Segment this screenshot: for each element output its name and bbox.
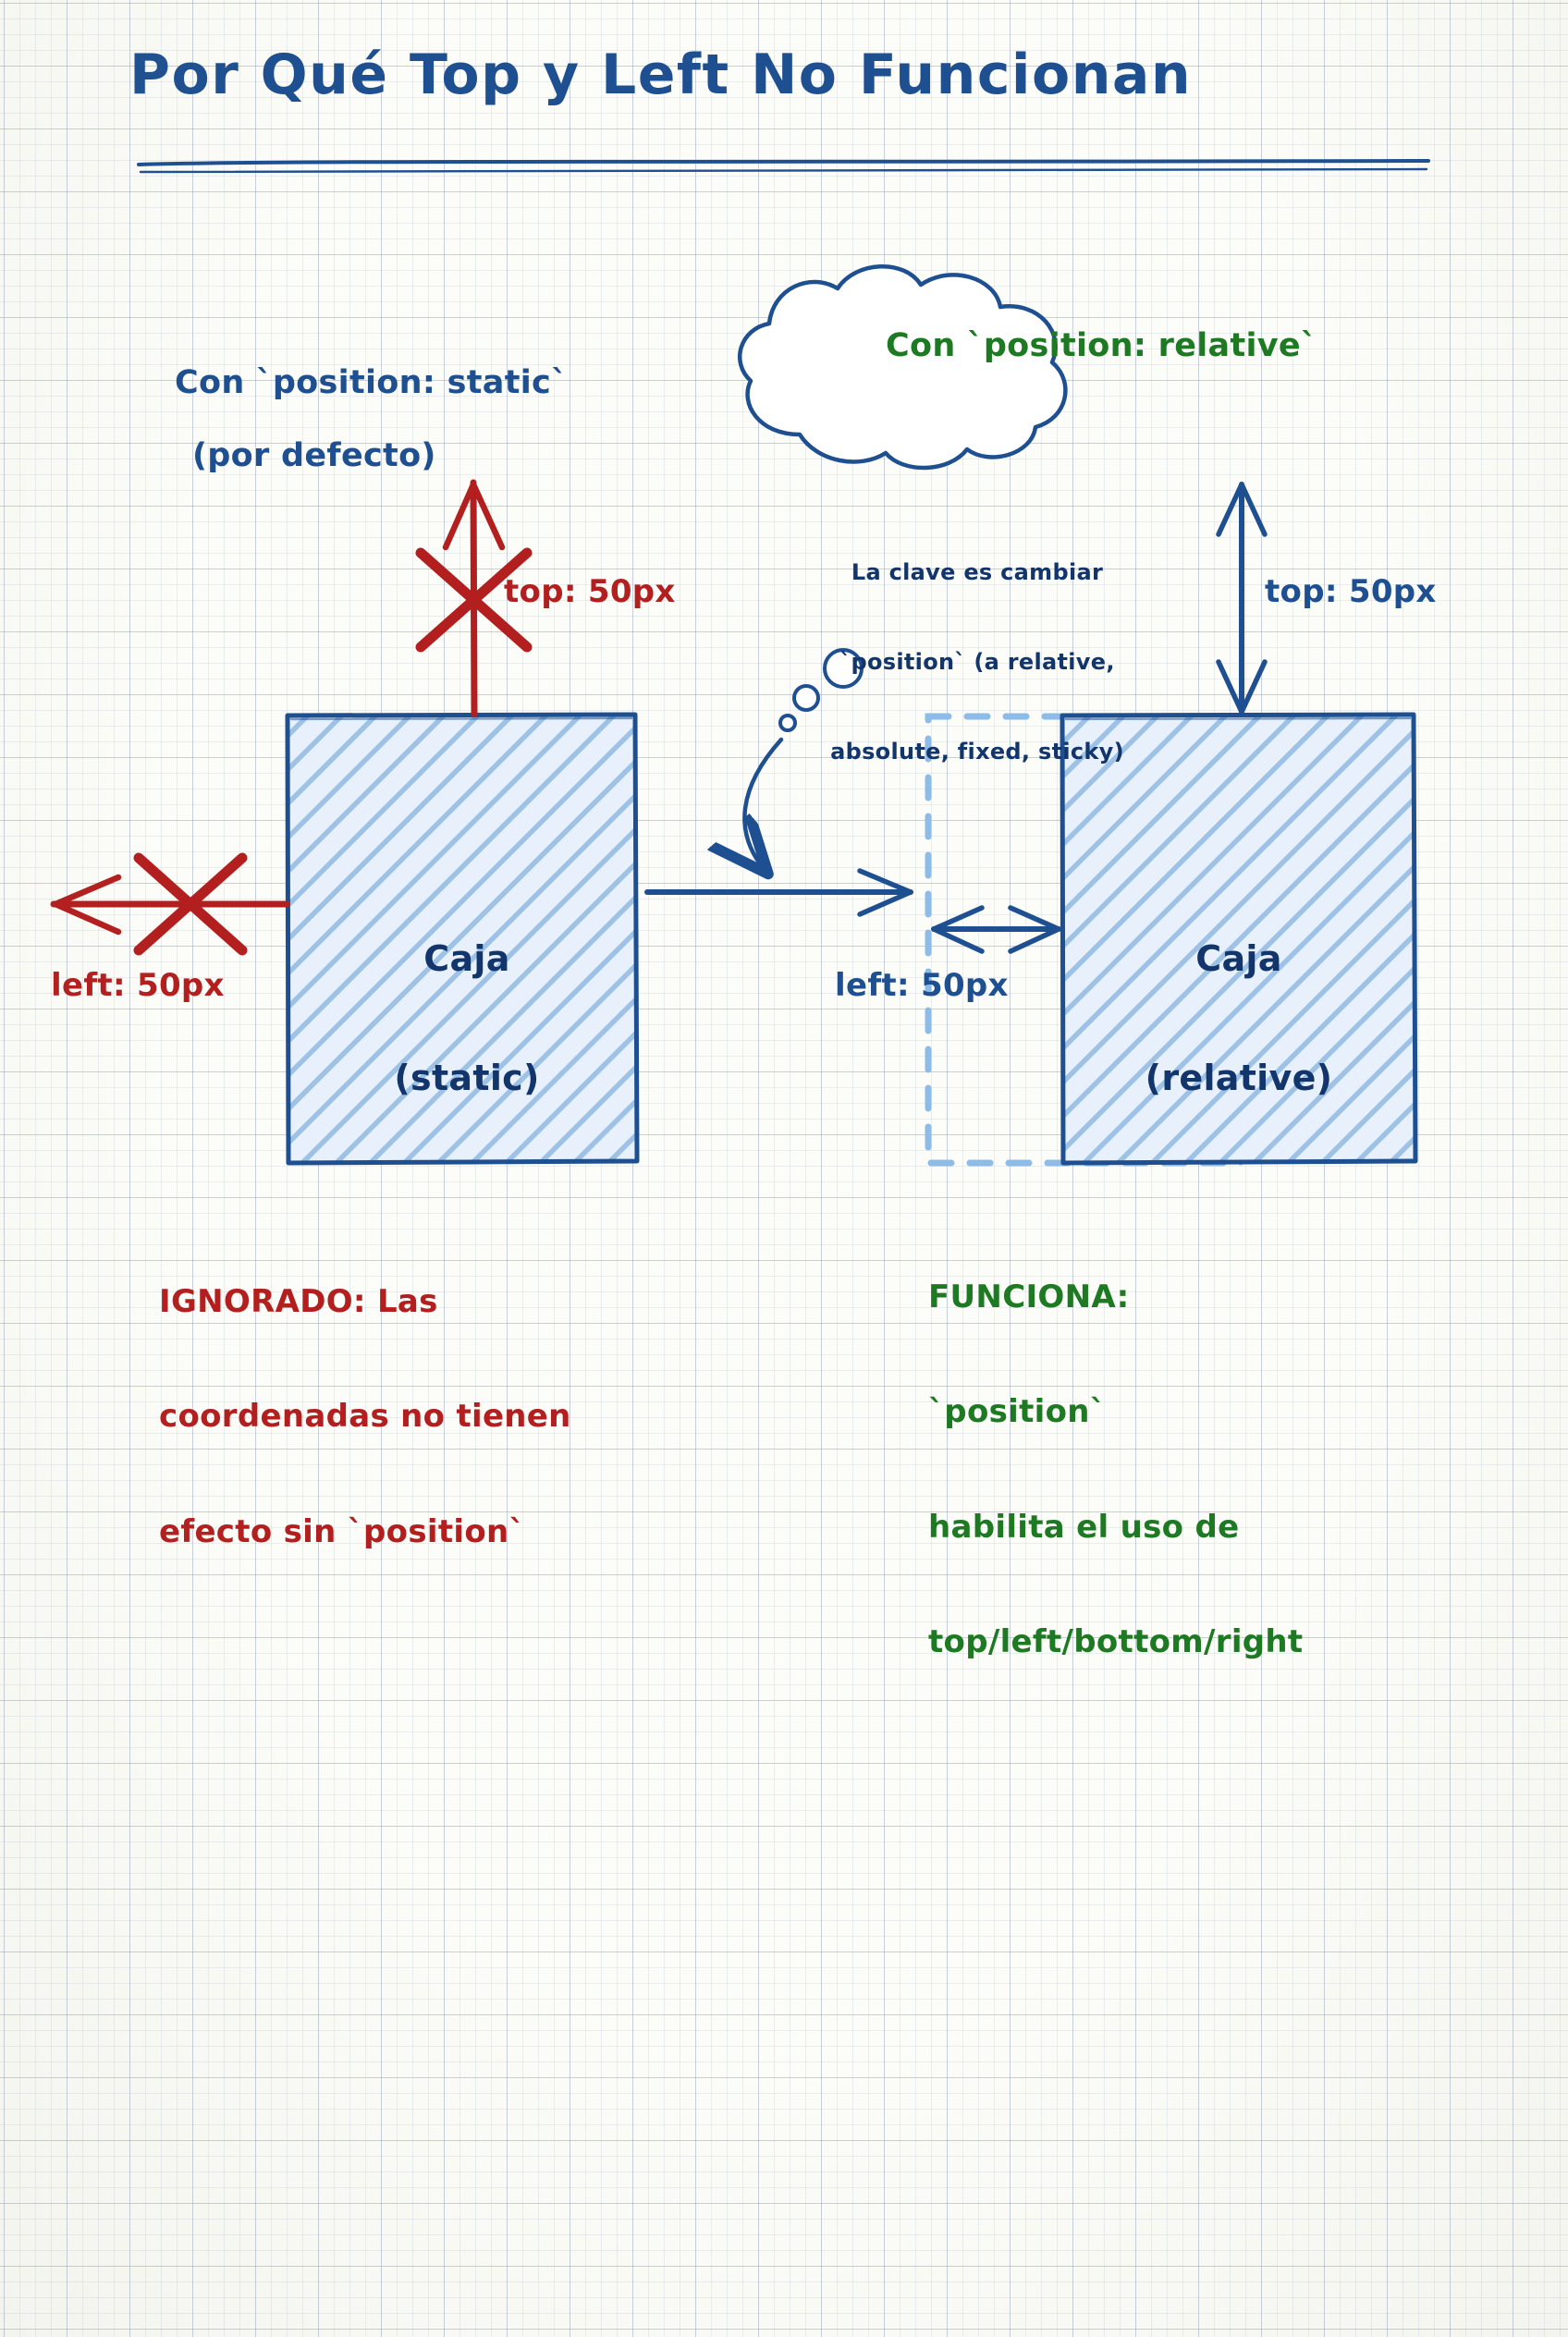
relative-note-line1: FUNCIONA:: [928, 1278, 1130, 1315]
relative-note-line4: top/left/bottom/right: [928, 1623, 1304, 1661]
relative-note-line3: habilita el uso de: [928, 1508, 1240, 1546]
page-title: Por Qué Top y Left No Funcionan: [129, 43, 1193, 107]
static-note-line3: efecto sin `position`: [159, 1512, 525, 1550]
thought-bubble: [738, 264, 1068, 471]
relative-top-arrow: [1216, 482, 1268, 715]
static-box: [285, 712, 640, 1166]
static-box-label: Caja (static): [282, 860, 652, 1138]
bubble-line3: absolute, fixed, sticky): [830, 739, 1124, 765]
static-heading-line2: (por defecto): [192, 436, 436, 474]
relative-note-line2: `position`: [928, 1393, 1107, 1431]
relative-note: FUNCIONA: `position` habilita el uso de …: [928, 1202, 1303, 1700]
static-box-label-line1: Caja: [423, 937, 510, 979]
static-panel-heading: Con `position: static` (por defecto): [152, 328, 568, 511]
title-underline: [137, 159, 1430, 174]
bubble-pointer-curve: [744, 737, 784, 871]
bubble-line1: La clave es cambiar: [851, 558, 1104, 585]
static-note-line2: coordenadas no tienen: [159, 1398, 571, 1436]
relative-box: [1060, 712, 1418, 1166]
relative-panel-heading: Con `position: relative`: [886, 327, 1317, 364]
static-box-label-line2: (static): [394, 1057, 540, 1098]
static-note: IGNORADO: Las coordenadas no tienen efec…: [159, 1206, 571, 1590]
static-left-arrow-crossed: [50, 852, 290, 956]
relative-box-label-line2: (relative): [1145, 1057, 1333, 1098]
static-top-arrow-crossed: [415, 479, 533, 717]
static-note-line1: IGNORADO: Las: [159, 1282, 438, 1320]
static-top-label: top: 50px: [504, 573, 676, 610]
thought-bubble-text: La clave es cambiar `position` (a relati…: [797, 497, 1158, 797]
relative-left-label: left: 50px: [835, 967, 1009, 1004]
static-heading-line1: Con `position: static`: [174, 363, 568, 401]
relative-top-label: top: 50px: [1265, 573, 1437, 610]
bubble-line2: `position` (a relative,: [839, 648, 1115, 675]
relative-box-label: Caja (relative): [1054, 860, 1424, 1138]
static-left-label: left: 50px: [51, 967, 225, 1004]
relative-left-arrow: [931, 905, 1061, 954]
relative-box-label-line1: Caja: [1195, 937, 1282, 979]
transition-arrow: [644, 868, 913, 917]
thought-bubble-tail: [778, 648, 864, 732]
